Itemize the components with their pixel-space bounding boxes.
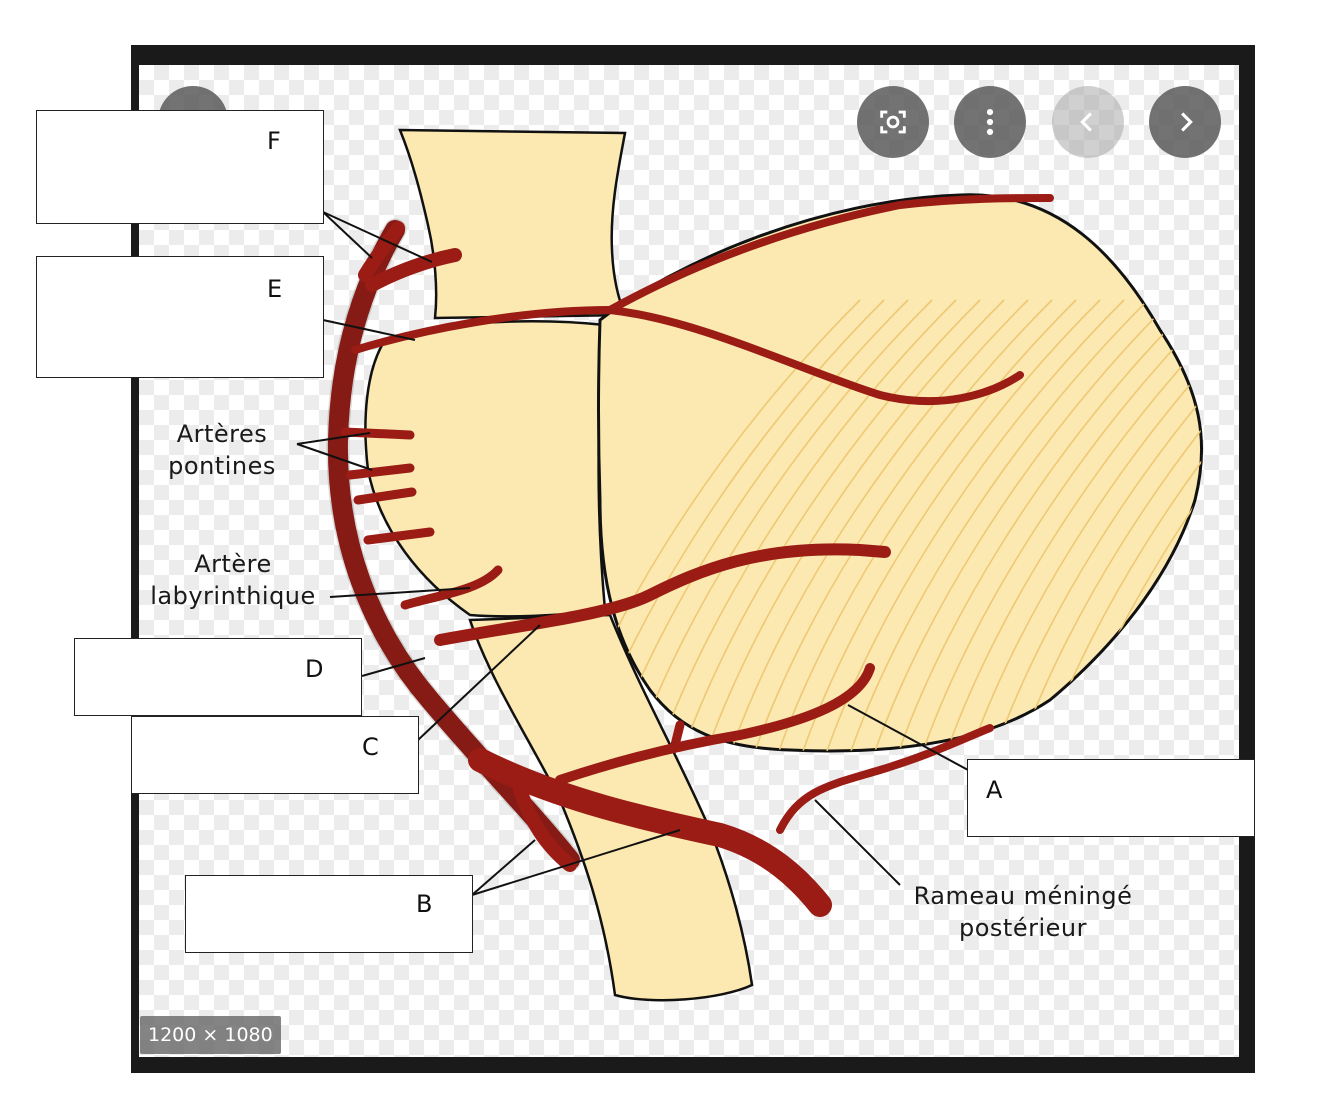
folia-line bbox=[775, 299, 1077, 751]
pontine-artery bbox=[340, 427, 415, 440]
lens-search-button[interactable] bbox=[857, 86, 929, 158]
previous-button[interactable] bbox=[1052, 86, 1124, 158]
box-letter-a: A bbox=[986, 776, 1003, 804]
chevron-right-icon bbox=[1181, 112, 1193, 132]
label-arteres-line2: pontines bbox=[168, 452, 276, 480]
folia-line bbox=[823, 299, 1125, 751]
cerebellum-shape bbox=[597, 193, 1204, 753]
label-box-c[interactable]: C bbox=[131, 716, 419, 794]
posterior-meningeal-branch bbox=[776, 724, 994, 834]
artery-network bbox=[326, 194, 1054, 917]
label-box-f[interactable]: F bbox=[36, 110, 324, 224]
box-letter-d: D bbox=[305, 655, 324, 683]
label-labyr-line1: Artère bbox=[194, 550, 272, 578]
folia-line bbox=[1159, 299, 1202, 751]
folia-line bbox=[871, 299, 1173, 751]
labyrinthine-artery bbox=[400, 565, 503, 610]
box-letter-b: B bbox=[416, 890, 433, 918]
next-button[interactable] bbox=[1149, 86, 1221, 158]
label-box-b[interactable]: B bbox=[185, 875, 473, 953]
folia-line bbox=[895, 299, 1197, 751]
more-options-button[interactable] bbox=[954, 86, 1026, 158]
folia-line bbox=[679, 299, 981, 751]
leader-lines bbox=[296, 211, 969, 896]
anterior-inferior-cerebellar-artery bbox=[434, 543, 891, 646]
image-dimensions-badge: 1200 × 1080 bbox=[140, 1016, 281, 1054]
label-labyr-line2: labyrinthique bbox=[150, 582, 316, 610]
box-letter-e: E bbox=[267, 275, 283, 303]
label-arteres-line1: Artères bbox=[176, 420, 268, 448]
chevron-left-icon bbox=[1080, 112, 1092, 132]
posterior-inferior-cerebellar-artery bbox=[555, 663, 875, 785]
folia-line bbox=[967, 299, 1202, 751]
label-arteres-pontines: Artères pontines bbox=[140, 418, 304, 482]
posterior-cerebral-artery bbox=[358, 221, 405, 282]
box-letter-c: C bbox=[362, 733, 379, 761]
folia-line bbox=[919, 299, 1202, 751]
label-rameau-meninge: Rameau méningé postérieur bbox=[892, 880, 1154, 944]
box-letter-f: F bbox=[267, 127, 281, 155]
label-artere-labyrinthique: Artère labyrinthique bbox=[138, 548, 328, 612]
folia-line bbox=[991, 299, 1202, 751]
label-rameau-line1: Rameau méningé bbox=[913, 882, 1133, 910]
more-vertical-icon bbox=[986, 108, 994, 136]
folia-line bbox=[847, 299, 1149, 751]
lens-icon bbox=[880, 110, 906, 134]
label-box-a[interactable]: A bbox=[967, 759, 1255, 837]
label-box-d[interactable]: D bbox=[74, 638, 362, 716]
vertebral-artery bbox=[468, 748, 832, 917]
label-box-e[interactable]: E bbox=[36, 256, 324, 378]
label-rameau-line2: postérieur bbox=[959, 914, 1087, 942]
folia-line bbox=[655, 299, 957, 751]
midbrain-shape bbox=[398, 128, 627, 320]
folia-line bbox=[943, 299, 1202, 751]
superior-cerebellar-artery bbox=[351, 305, 1024, 406]
folia-line bbox=[1015, 299, 1202, 751]
